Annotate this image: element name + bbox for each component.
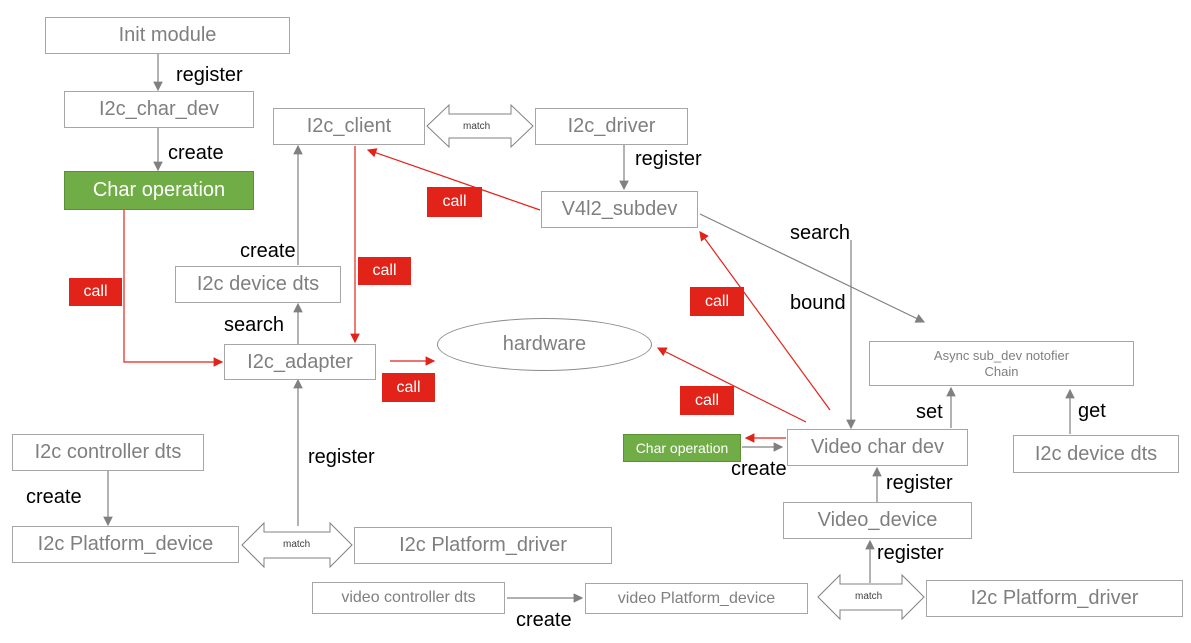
match-arrow-client-driver [426,103,534,149]
char-operation-right-box: Char operation [623,434,741,462]
label-create-1: create [168,142,224,164]
label-bound: bound [790,292,846,314]
init-module-box: Init module [45,17,290,54]
i2c-char-dev-box: I2c_char_dev [64,91,254,128]
arrow-call-charop-to-adapter [123,210,224,367]
label-create-2: create [240,240,296,262]
match-label-1: match [463,121,491,132]
call-badge-1: call [427,187,482,217]
label-register-4: register [886,472,953,494]
i2c-device-dts-left-box: I2c device dts [175,266,341,303]
label-register-5: register [877,542,944,564]
match-label-3: match [855,591,883,602]
video-controller-dts-box: video controller dts [312,582,505,614]
match-arrow-platform-right [817,573,925,621]
call-badge-5: call [690,287,744,316]
video-platform-device-box: video Platform_device [585,583,808,614]
label-create-5: create [516,609,572,631]
i2c-platform-driver-right-box: I2c Platform_driver [926,580,1183,617]
call-badge-4: call [382,373,435,402]
char-operation-left-box: Char operation [64,171,254,210]
async-notifier-line1: Async sub_dev notofier [933,347,1070,363]
arrow-call-subdev-to-client [366,148,541,211]
i2c-driver-box: I2c_driver [535,108,688,145]
arrow-call-video-to-hardware [656,347,807,423]
label-register-3: register [308,446,375,468]
i2c-platform-device-box: I2c Platform_device [12,526,239,563]
label-create-3: create [26,486,82,508]
label-create-4: create [731,458,787,480]
arrow-call-video-to-subdev [699,231,831,411]
video-device-box: Video_device [783,502,972,539]
call-badge-2: call [358,257,411,285]
async-notifier-chain-box: Async sub_dev notofier Chain [869,341,1134,386]
match-arrow-platform-left [241,521,353,569]
match-label-2: match [283,539,311,550]
video-char-dev-box: Video char dev [787,429,968,466]
label-register-1: register [176,64,243,86]
async-notifier-line2: Chain [984,363,1019,379]
hardware-ellipse: hardware [437,318,652,371]
label-search-1: search [224,314,285,336]
i2c-controller-dts-box: I2c controller dts [12,434,204,471]
i2c-platform-driver-left-box: I2c Platform_driver [354,527,612,564]
i2c-device-dts-right-box: I2c device dts [1013,435,1179,473]
call-badge-3: call [69,278,122,306]
label-search-2: search [790,222,851,244]
label-set: set [916,401,943,423]
call-badge-6: call [680,386,734,415]
v4l2-subdev-box: V4l2_subdev [541,191,698,228]
arrow-subdev-search [699,213,926,323]
label-get: get [1078,400,1106,422]
i2c-client-box: I2c_client [273,108,425,145]
label-register-2: register [635,148,702,170]
i2c-adapter-box: I2c_adapter [224,344,376,380]
